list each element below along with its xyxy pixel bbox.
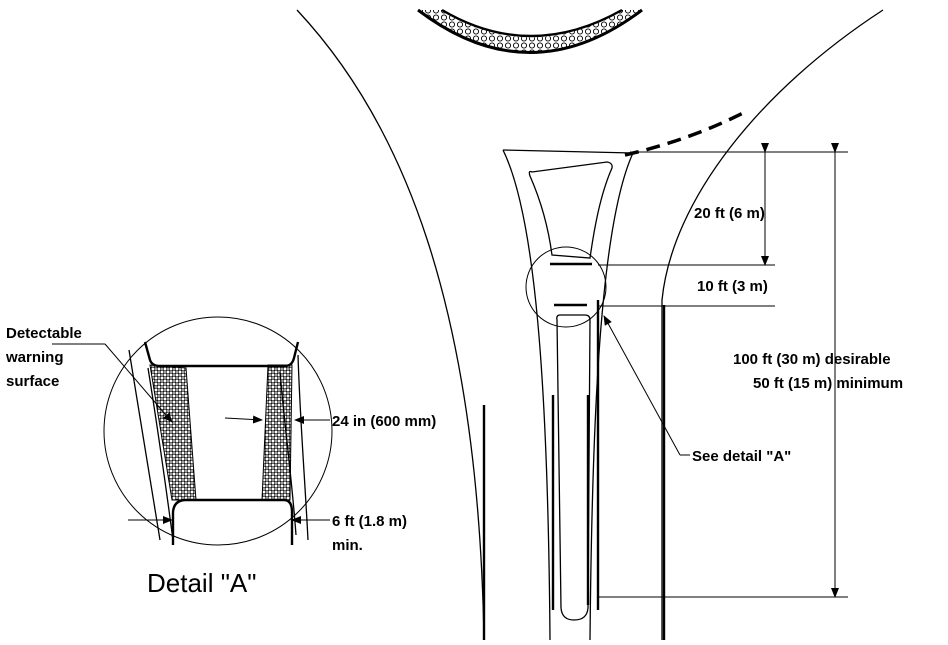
detail-a-title: Detail "A" <box>147 568 257 598</box>
dim-6ft-label: 6 ft (1.8 m) <box>332 513 407 530</box>
dim-min-label: min. <box>332 537 363 554</box>
detail-reference-circle <box>525 246 607 328</box>
dimension-lines <box>598 143 848 598</box>
dim-50ft-label: 50 ft (15 m) minimum <box>753 375 903 392</box>
see-detail-label: See detail "A" <box>692 448 791 465</box>
dim-10ft-label: 10 ft (3 m) <box>697 278 768 295</box>
outer-curve-right <box>661 9 884 640</box>
detail-a-view <box>52 316 333 546</box>
dim-24in-label: 24 in (600 mm) <box>332 413 436 430</box>
detectable-label-line1: Detectable <box>6 325 82 342</box>
see-detail-leader <box>603 315 681 456</box>
outer-curve-left <box>296 9 485 641</box>
dashed-yield-line <box>624 110 746 157</box>
dim-100ft-label: 100 ft (30 m) desirable <box>733 351 891 368</box>
detectable-label-line2: warning <box>5 349 64 366</box>
central-island <box>417 8 643 54</box>
splitter-island <box>502 149 634 641</box>
dim-20ft-label: 20 ft (6 m) <box>694 205 765 222</box>
detectable-label-line3: surface <box>6 373 59 390</box>
